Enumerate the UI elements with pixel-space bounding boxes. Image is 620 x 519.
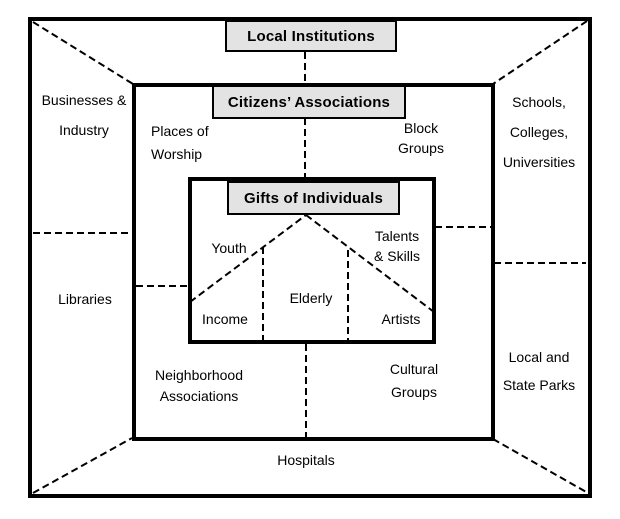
- middle-header-box: Citizens’ Associations: [212, 85, 406, 119]
- region-label-elderly: Elderly: [289, 290, 333, 306]
- region-label-artists: Artists: [381, 311, 421, 327]
- outer-boundary-local-institutions: [28, 17, 592, 498]
- region-label-schools-colleges-universities: Schools, Colleges, Universities: [502, 94, 576, 170]
- inner-header-label: Gifts of Individuals: [243, 189, 383, 207]
- region-label-talents-skills: Talents & Skills: [374, 228, 420, 264]
- region-label-cultural-groups: Cultural Groups: [389, 361, 439, 400]
- diagonal-bottom-right-dashed: [492, 438, 589, 494]
- region-label-places-of-worship: Places of Worship: [151, 123, 209, 162]
- diagonal-top-left-dashed: [32, 21, 134, 85]
- inner-roof-left-dashed: [189, 214, 307, 303]
- region-label-block-groups: Block Groups: [398, 120, 444, 156]
- region-label-local-state-parks: Local and State Parks: [502, 349, 576, 393]
- region-label-businesses-industry: Businesses & Industry: [41, 92, 127, 138]
- inner-header-box: Gifts of Individuals: [227, 181, 400, 215]
- diagonal-bottom-left-dashed: [32, 437, 133, 494]
- region-label-youth: Youth: [211, 240, 247, 256]
- region-label-income: Income: [202, 311, 248, 327]
- inner-roof-right-dashed: [305, 214, 435, 313]
- diagonal-top-right-dashed: [492, 20, 588, 85]
- outer-header-box: Local Institutions: [225, 20, 397, 52]
- inner-boundary-gifts-of-individuals: [188, 177, 436, 344]
- region-label-hospitals: Hospitals: [277, 452, 335, 468]
- outer-header-label: Local Institutions: [247, 27, 375, 45]
- region-label-libraries: Libraries: [58, 291, 112, 307]
- middle-header-label: Citizens’ Associations: [227, 93, 391, 111]
- region-label-neighborhood-associations: Neighborhood Associations: [155, 367, 243, 404]
